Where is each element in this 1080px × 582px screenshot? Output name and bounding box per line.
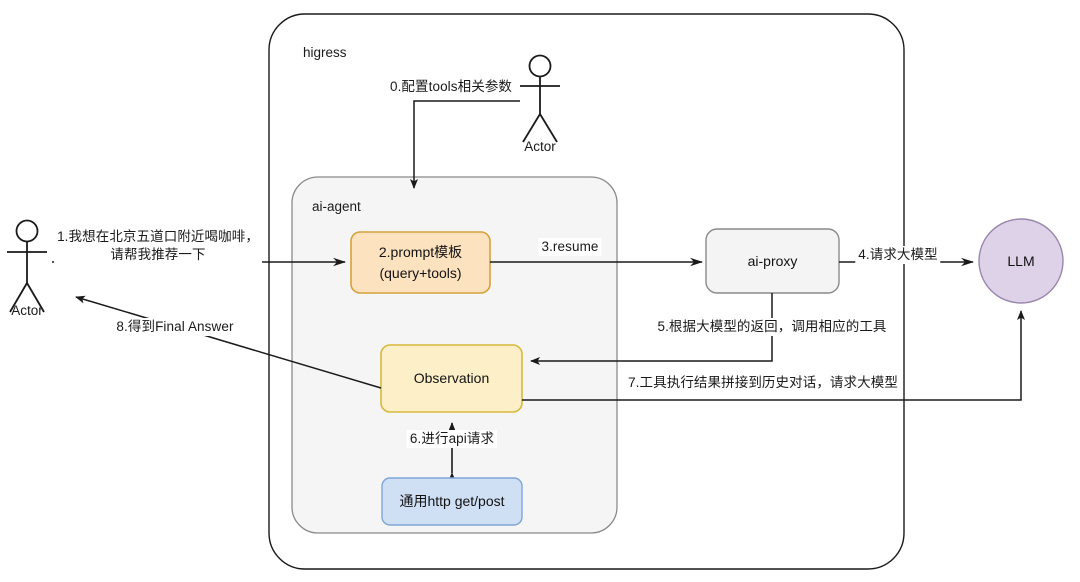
higress-container-label: higress (303, 45, 347, 60)
edge-7-label: 7.工具执行结果拼接到历史对话，请求大模型 (625, 374, 901, 393)
prompt-template-box[interactable] (350, 231, 491, 294)
edge-6-label: 6.进行api请求 (406, 430, 498, 449)
actor-left-figure (7, 219, 47, 313)
edge-8-line (75, 295, 382, 389)
llm-node[interactable] (978, 218, 1064, 304)
edge-0-line (410, 100, 520, 189)
edge-1-label-line1: 1.我想在北京五道口附近喝咖啡， (57, 229, 259, 244)
edge-5-label: 5.根据大模型的返回，调用相应的工具 (654, 318, 890, 337)
actor-left-label: Actor (11, 303, 43, 318)
edge-0-label: 0.配置tools相关参数 (386, 78, 516, 97)
edge-3-label: 3.resume (538, 238, 602, 257)
observation-box[interactable] (380, 344, 523, 413)
edge-8-label: 8.得到Final Answer (113, 318, 237, 337)
edge-1-label-line2: 请帮我推荐一下 (110, 247, 206, 263)
edge-1-label: 1.我想在北京五道口附近喝咖啡， 请帮我推荐一下 (54, 228, 262, 265)
edge-7-line (522, 310, 1025, 401)
edge-4-label: 4.请求大模型 (855, 246, 941, 265)
actor-top-label: Actor (524, 139, 556, 154)
edge-5-line (530, 293, 773, 365)
ai-proxy-box[interactable] (705, 228, 840, 294)
actor-top-figure (520, 54, 560, 143)
ai-agent-container-label: ai-agent (312, 199, 361, 214)
http-client-box[interactable] (381, 477, 523, 526)
